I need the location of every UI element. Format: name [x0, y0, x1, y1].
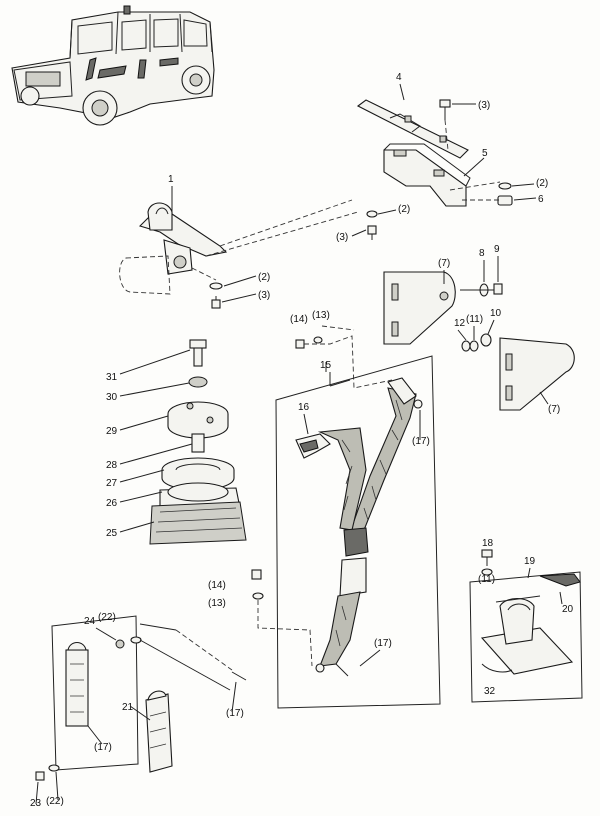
label-5: 5: [482, 148, 488, 159]
fastener-set: [209, 210, 378, 309]
bracket-part-1: [119, 202, 228, 295]
vehicle-icon: [11, 5, 215, 126]
labels: 1 4 (3) 5 (2) 6 (2) (3) (2) (3) (7) 8 9 …: [30, 72, 574, 809]
label-3-top: (3): [478, 100, 490, 111]
label-3-low: (3): [258, 290, 270, 301]
label-29: 29: [106, 426, 118, 437]
holder-panel: [469, 571, 583, 703]
label-17-c: (17): [226, 708, 244, 719]
label-21: 21: [122, 702, 134, 713]
label-8: 8: [479, 248, 485, 259]
screw-icon: [295, 325, 393, 389]
label-11-upper: (11): [466, 314, 483, 325]
label-2-low: (2): [258, 272, 270, 283]
label-13-upper: (13): [312, 310, 330, 321]
label-31: 31: [106, 372, 118, 383]
label-24: 24: [84, 616, 96, 627]
label-18: 18: [482, 538, 494, 549]
bolt-icon-18: [481, 549, 493, 576]
label-14-upper: (14): [290, 314, 308, 325]
screw-icon-lower: [251, 569, 313, 667]
label-25: 25: [106, 528, 118, 539]
label-10: 10: [490, 308, 502, 319]
belt-webbing: [315, 377, 423, 677]
label-11-lower: (11): [478, 574, 495, 585]
label-9: 9: [494, 244, 500, 255]
label-7-lower: (7): [548, 404, 560, 415]
label-13-lower: (13): [208, 598, 226, 609]
tongue-part-16: [295, 433, 331, 459]
label-2-mid: (2): [398, 204, 410, 215]
label-19: 19: [524, 556, 536, 567]
anchor-set: [35, 615, 247, 781]
label-7-upper: (7): [438, 258, 450, 269]
label-1: 1: [168, 174, 174, 185]
label-12: 12: [454, 318, 466, 329]
label-2-right: (2): [536, 178, 548, 189]
seat-belt-panel: [275, 355, 441, 709]
label-17-a: (17): [412, 436, 430, 447]
bolt-icon: [439, 99, 451, 120]
bracket-part-7: [383, 271, 575, 411]
label-20: 20: [562, 604, 574, 615]
bracket-part-5: [383, 143, 471, 207]
label-28: 28: [106, 460, 118, 471]
label-4: 4: [396, 72, 402, 83]
plate-part-4: [356, 99, 469, 159]
label-16: 16: [298, 402, 310, 413]
mount-stack: [149, 339, 247, 545]
label-6: 6: [538, 194, 544, 205]
label-30: 30: [106, 392, 118, 403]
label-14-lower: (14): [208, 580, 226, 591]
label-27: 27: [106, 478, 118, 489]
washer-icon: [497, 182, 513, 206]
label-3-mid: (3): [336, 232, 348, 243]
label-17-d: (17): [94, 742, 112, 753]
label-22-bottom: (22): [46, 796, 64, 807]
label-22-top: (22): [98, 612, 116, 623]
label-26: 26: [106, 498, 118, 509]
label-17-b: (17): [374, 638, 392, 649]
label-32: 32: [484, 686, 496, 697]
fastener-group: [460, 283, 503, 352]
